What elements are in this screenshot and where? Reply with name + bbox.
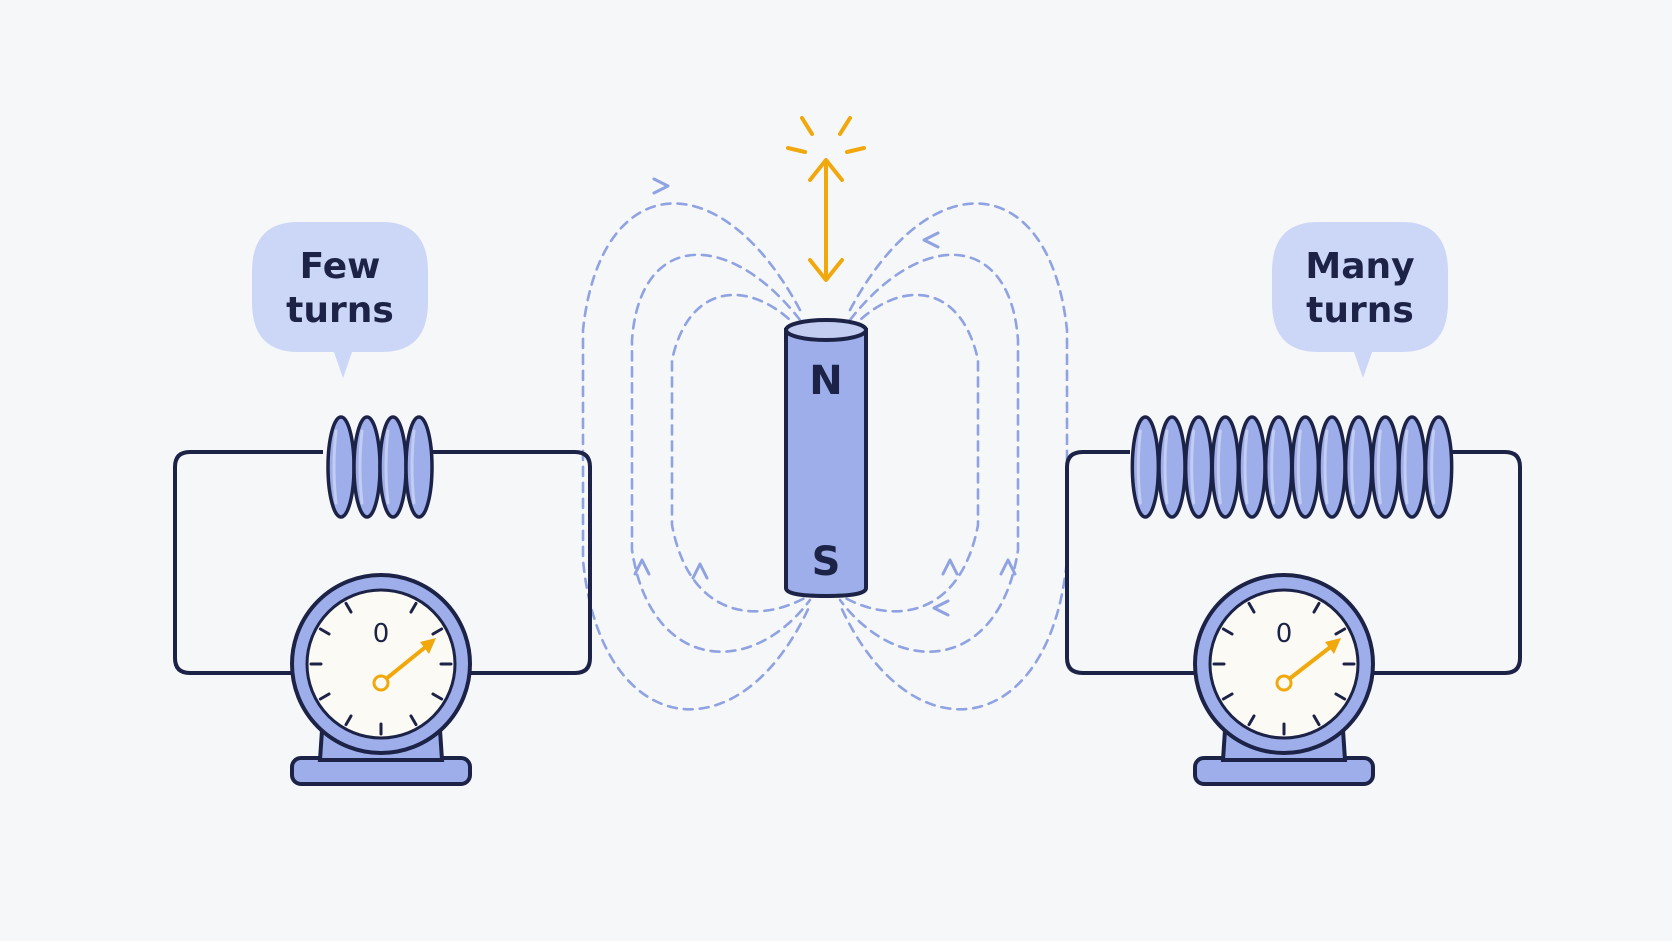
right-coil-turn — [1370, 415, 1401, 519]
right-circuit: Many turns 0 — [1065, 222, 1522, 786]
left-dial-tick — [318, 692, 331, 701]
right-coil-highlight — [1216, 429, 1222, 505]
left-dial-tick — [344, 714, 353, 727]
left-label-line2: turns — [286, 290, 394, 331]
magnetic-field-lines — [581, 202, 1069, 711]
right-meter-ticks — [1212, 601, 1356, 736]
right-coil-highlight — [1296, 429, 1302, 505]
right-coil-highlight — [1430, 429, 1436, 505]
right-coil-turn — [1317, 415, 1347, 519]
field-arrow-icon — [691, 562, 709, 580]
right-label-line1: Many — [1305, 246, 1414, 287]
left-coil-turn — [404, 415, 434, 519]
field-arrow-icon — [932, 599, 950, 617]
right-coil-turn — [1237, 415, 1267, 519]
right-needle-pivot — [1275, 674, 1293, 692]
right-coil-highlight — [1270, 429, 1276, 505]
left-coil-highlight — [410, 429, 416, 505]
right-dial-tick — [1334, 692, 1347, 701]
right-dial-tick — [1334, 627, 1347, 636]
field-arrow-icon — [633, 558, 651, 576]
field-line-left-outer — [581, 202, 812, 711]
field-arrow-icon — [941, 558, 959, 576]
left-circuit: Few turns 0 — [173, 222, 592, 786]
right-dial-tick — [1221, 692, 1234, 701]
bar-magnet: N S — [784, 318, 868, 599]
field-direction-arrows — [633, 177, 1017, 617]
left-coil-turn — [326, 415, 356, 519]
left-coil-highlight — [332, 429, 338, 505]
right-coil-turn — [1343, 415, 1374, 519]
right-meter-needle — [1282, 643, 1335, 685]
right-dial-tick — [1312, 714, 1321, 727]
left-dial-tick — [409, 714, 418, 727]
right-coil-turn — [1397, 415, 1427, 519]
left-meter-needle — [379, 643, 430, 685]
left-dial-tick — [431, 627, 444, 636]
left-coil-highlight — [384, 429, 390, 505]
field-line-left-inner — [670, 293, 812, 613]
right-coil-turn — [1210, 415, 1241, 519]
right-coil-highlight — [1136, 429, 1142, 505]
right-coil-turn — [1157, 415, 1187, 519]
left-needle-pivot — [372, 674, 390, 692]
left-dial-tick — [431, 692, 444, 701]
magnet-north-label: N — [809, 358, 842, 404]
right-coil-highlight — [1163, 429, 1169, 505]
left-dial-tick — [344, 601, 353, 614]
right-coil-highlight — [1190, 429, 1196, 505]
right-dial-tick — [1221, 627, 1234, 636]
right-coil — [1130, 415, 1454, 519]
left-meter-ticks — [309, 601, 453, 736]
right-dial-zero: 0 — [1276, 619, 1293, 649]
left-dial-zero: 0 — [373, 619, 390, 649]
left-dial-tick — [318, 627, 331, 636]
field-arrow-icon — [999, 558, 1017, 576]
right-coil-highlight — [1350, 429, 1356, 505]
right-coil-turn — [1290, 415, 1321, 519]
right-dial-tick — [1312, 601, 1321, 614]
left-dial-tick — [409, 601, 418, 614]
left-coil-highlight — [358, 429, 364, 505]
right-coil-turn — [1183, 415, 1214, 519]
field-line-right-middle — [838, 253, 1020, 653]
left-meter-face — [305, 588, 457, 740]
right-label-bubble: Many turns — [1272, 222, 1448, 378]
right-coil-turn — [1130, 415, 1161, 519]
left-galvanometer: 0 — [290, 573, 472, 786]
left-coil-turn — [352, 415, 382, 519]
field-arrow-icon — [652, 177, 670, 195]
field-line-left-middle — [630, 253, 812, 653]
right-galvanometer: 0 — [1193, 573, 1375, 786]
right-coil-highlight — [1376, 429, 1382, 505]
right-meter-face — [1208, 588, 1360, 740]
right-label-line2: turns — [1306, 290, 1414, 331]
right-dial-tick — [1247, 714, 1256, 727]
magnet-south-label: S — [812, 539, 841, 585]
right-coil-highlight — [1323, 429, 1329, 505]
left-coil — [326, 415, 434, 519]
left-label-bubble: Few turns — [252, 222, 428, 378]
right-coil-highlight — [1403, 429, 1409, 505]
left-label-line1: Few — [300, 246, 381, 287]
magnet-top-face — [784, 318, 868, 342]
sparkle-icon — [786, 116, 866, 154]
right-coil-turn — [1263, 415, 1294, 519]
right-coil-highlight — [1243, 429, 1249, 505]
double-headed-arrow-icon — [808, 158, 844, 282]
field-line-right-inner — [838, 293, 980, 613]
field-line-right-outer — [838, 202, 1069, 711]
right-coil-turn — [1423, 415, 1454, 519]
field-arrow-icon — [922, 231, 940, 249]
right-dial-tick — [1247, 601, 1256, 614]
left-coil-turn — [378, 415, 408, 519]
